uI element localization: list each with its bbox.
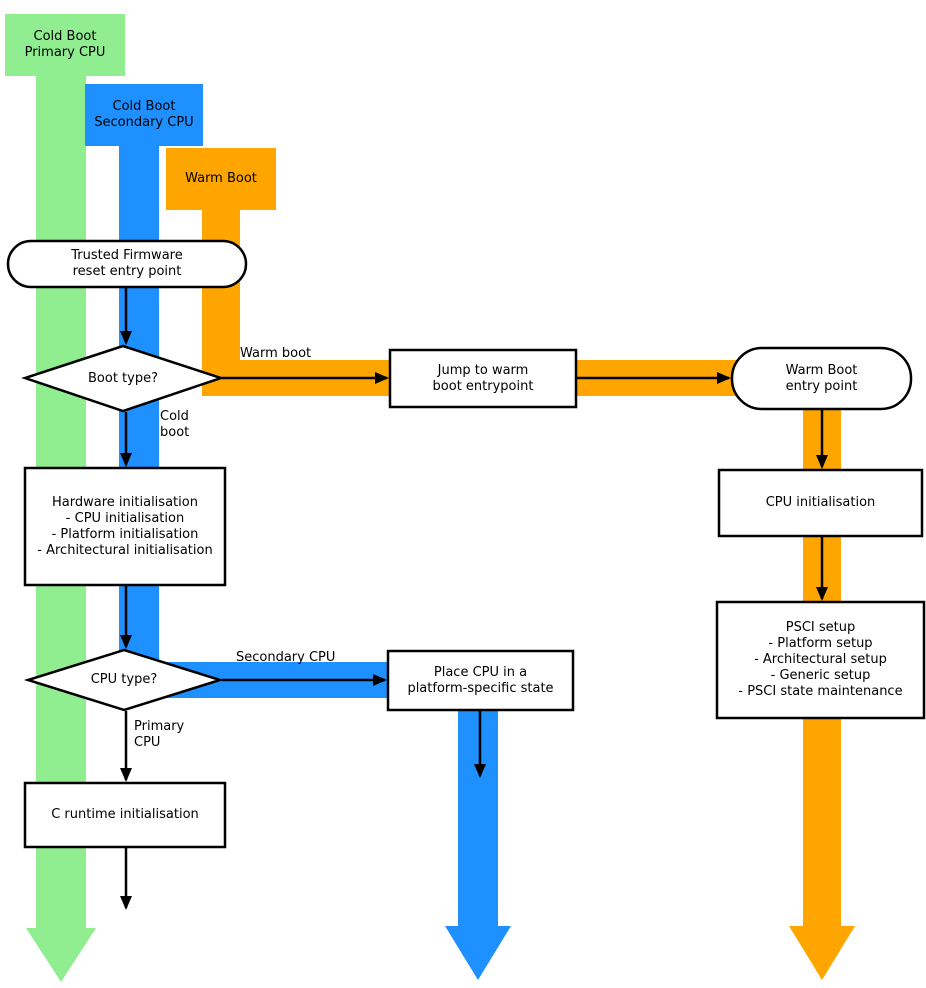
node-jump-warm-shape [388,348,578,409]
node-jump-warm: Jump to warm boot entrypoint [432,362,534,394]
node-place-cpu-shape [386,649,575,712]
lane-label-cold-boot-secondary: Cold Boot Secondary CPU [94,99,194,130]
node-boot-type: Boot type? [88,370,158,386]
node-reset-entry: Trusted Firmware reset entry point [71,248,183,279]
node-hardware-init-shape [23,466,227,587]
lane-warm-label-box [166,148,276,210]
node-reset-entry-shape [6,239,248,289]
lane-primary-label-box [5,14,125,76]
lane-label-cold-boot-primary: Cold Boot Primary CPU [24,29,106,60]
edge-label-warm-boot: Warm boot [240,346,312,361]
node-cpu-init: CPU initialisation [765,495,876,510]
node-c-runtime-shape [23,781,227,849]
lane-warm-arrowhead [789,926,855,980]
node-cpu-type-shape [23,648,225,712]
lane-secondary-band-vertical-2 [458,680,498,930]
node-psci-setup-shape [715,600,926,720]
edge-label-primary-cpu: Primary CPU [134,719,185,750]
node-shapes [6,239,926,849]
lane-label-warm-boot: Warm Boot [185,171,257,186]
lane-primary-arrowhead [26,928,96,982]
lane-warm-boot [166,148,855,980]
node-place-cpu: Place CPU in a platform-specific state [407,664,554,696]
lane-secondary-arrowhead [445,926,511,980]
lane-secondary-label-box [85,84,203,146]
node-hardware-init: Hardware initialisation - CPU initialisa… [37,494,213,558]
node-warm-entry: Warm Boot entry point [785,362,858,394]
flow-arrows [120,288,828,910]
node-cpu-type: CPU type? [90,672,158,687]
node-boot-type-shape [21,344,225,413]
node-cpu-init-shape [717,468,924,538]
node-psci-setup: PSCI setup - Platform setup - Architectu… [738,620,903,699]
edge-label-secondary-cpu: Secondary CPU [236,650,336,665]
node-c-runtime: C runtime initialisation [51,807,199,822]
node-warm-entry-shape [730,346,913,411]
edge-label-cold-boot: Cold boot [160,409,190,440]
